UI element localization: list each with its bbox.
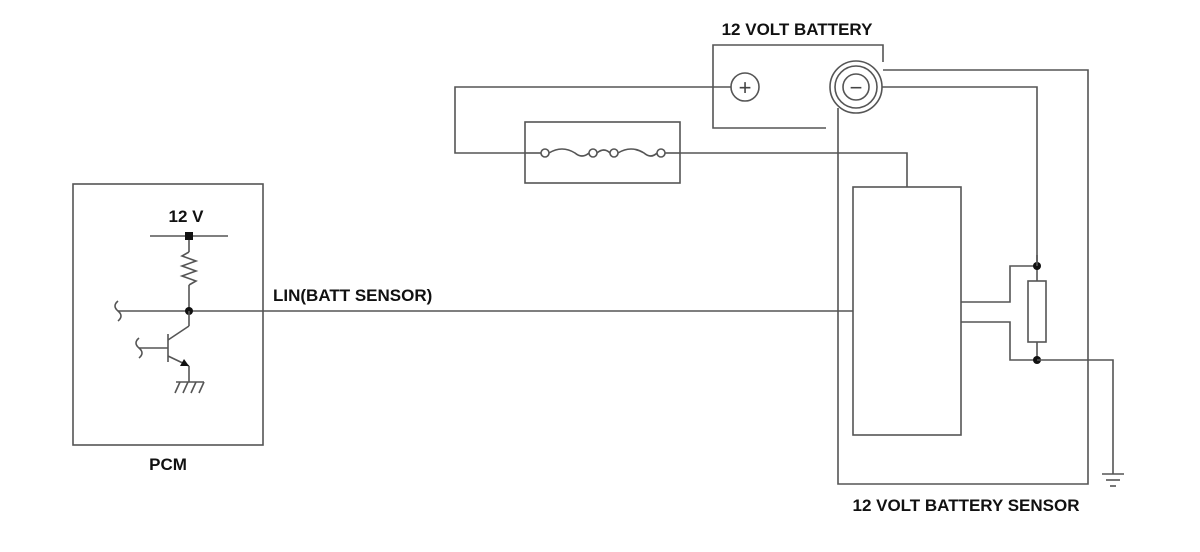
battery-sensor: 12 VOLT BATTERY SENSOR [837, 69, 1089, 515]
negative-wire [882, 86, 1038, 266]
sensor-power-wire [680, 152, 908, 187]
transistor-icon [135, 311, 190, 382]
sensor-housing [837, 69, 1089, 485]
shunt-resistor-icon [961, 255, 1047, 361]
pcm-module: PCM 12 V [72, 183, 264, 474]
battery-box [712, 44, 884, 129]
chassis-ground-icon [174, 381, 205, 394]
pcm-label: PCM [149, 455, 187, 474]
negative-terminal: − [829, 60, 883, 114]
negative-symbol: − [850, 75, 863, 100]
resistor-icon [179, 240, 199, 311]
lin-label: LIN(BATT SENSOR) [273, 286, 432, 305]
fuse-icon [524, 121, 681, 184]
sensor-label: 12 VOLT BATTERY SENSOR [852, 496, 1079, 515]
pcm-box [72, 183, 264, 446]
positive-terminal: + [730, 72, 760, 102]
sensor-module-box [852, 186, 962, 436]
battery-label: 12 VOLT BATTERY [722, 20, 873, 39]
earth-ground-icon [1102, 473, 1124, 487]
positive-wire [454, 86, 731, 154]
supply-junction [185, 232, 193, 240]
ground-wire [1037, 359, 1114, 474]
positive-symbol: + [739, 75, 752, 100]
supply-label: 12 V [169, 207, 205, 226]
battery: 12 VOLT BATTERY + − [712, 20, 884, 129]
